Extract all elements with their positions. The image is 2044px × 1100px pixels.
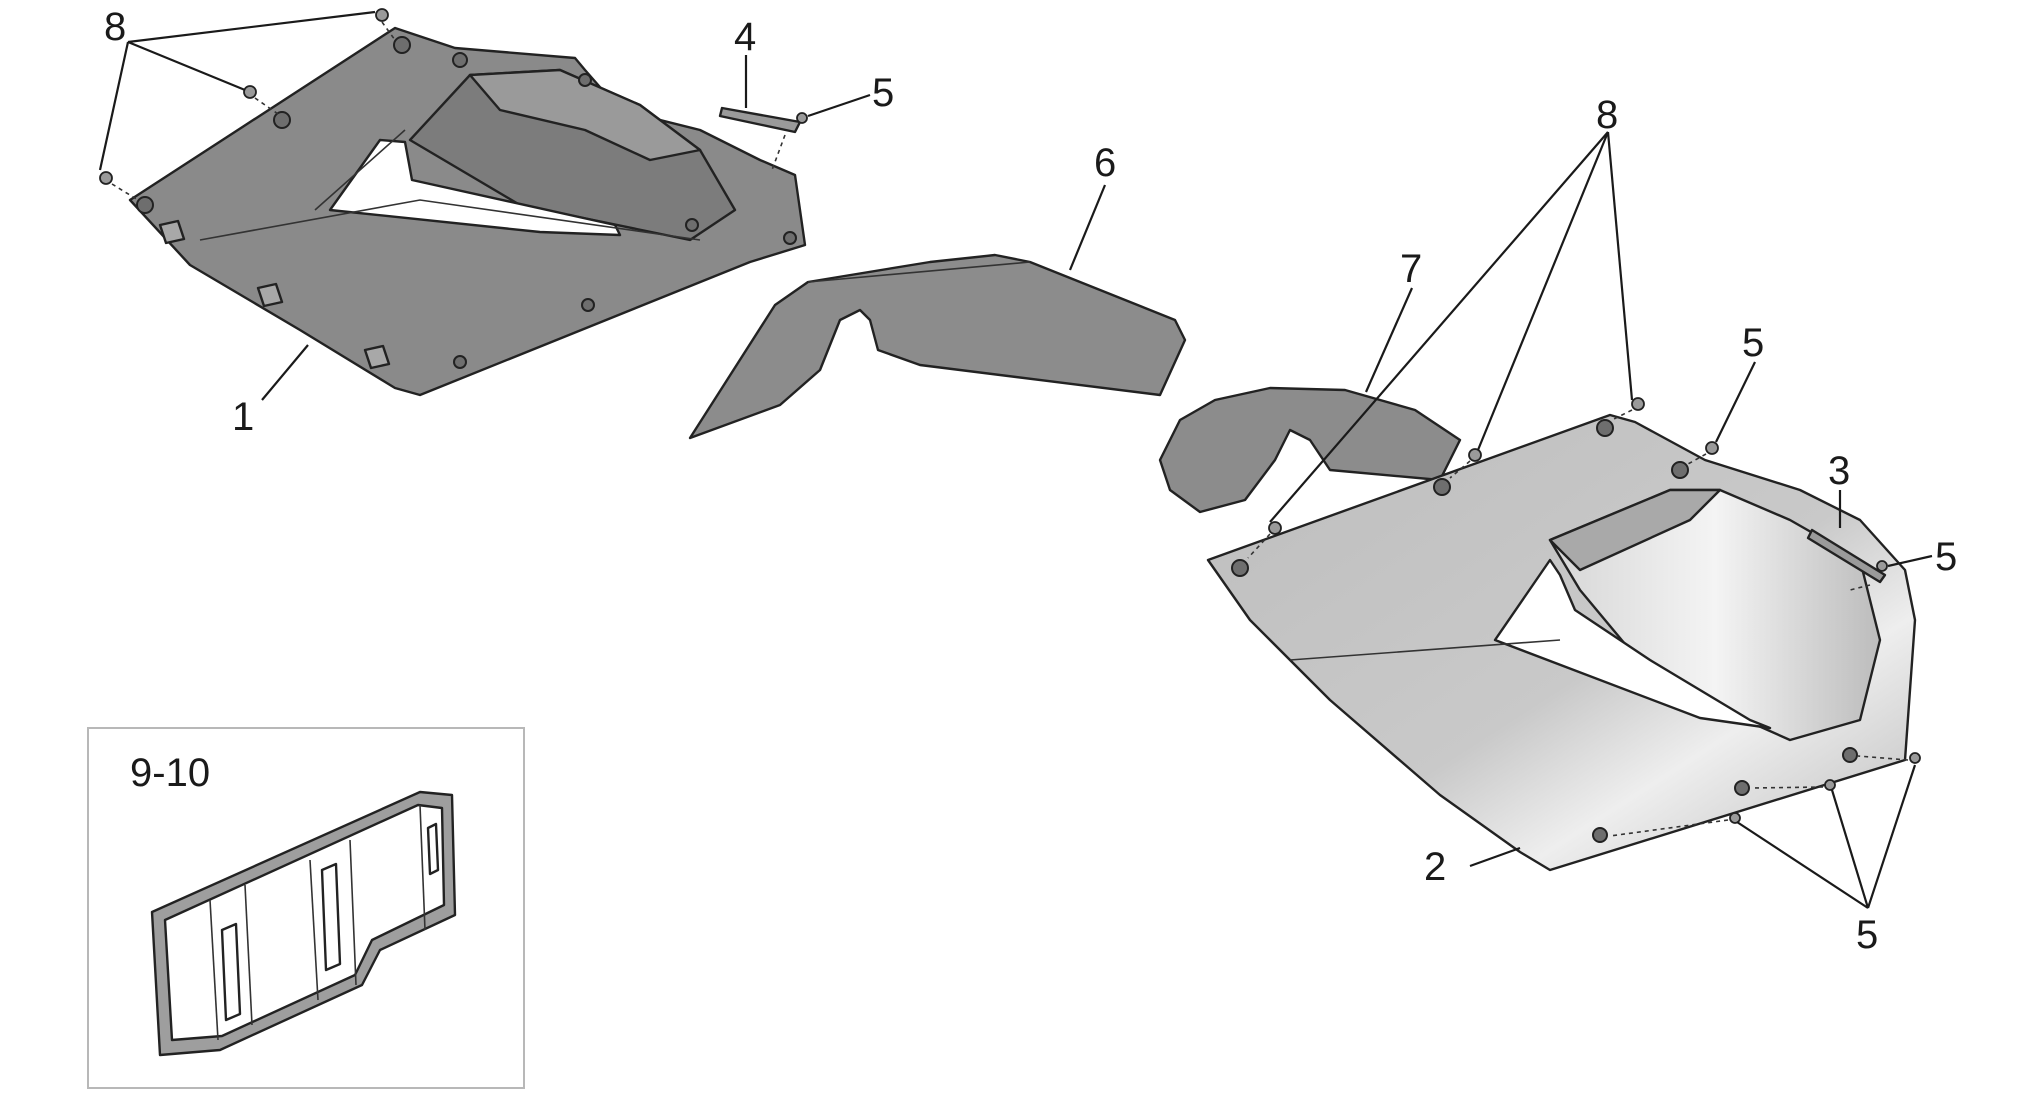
part-6-inner-panel [688,253,1187,440]
callout-5-right: 5 [1935,535,1957,579]
callout-1: 1 [232,395,254,439]
callout-6: 6 [1094,141,1116,185]
callout-8-right: 8 [1596,93,1618,137]
callout-4: 4 [734,15,756,59]
part-1-left-fairing [128,26,807,397]
part-3-clip [1806,528,1888,591]
callout-labels: 8 1 4 5 6 7 8 5 3 5 2 5 [104,5,1957,957]
callout-7: 7 [1400,247,1422,291]
screws-part-1 [99,8,396,201]
callout-5-bottom: 5 [1856,913,1878,957]
callout-3: 3 [1828,449,1850,493]
leader-lines [98,10,1933,909]
callout-5-top: 5 [872,71,894,115]
part-9-10-sticker [150,790,457,1057]
callout-5-right-mid: 5 [1742,321,1764,365]
part-4-clip [718,106,808,171]
part-7-inner-panel [1158,386,1462,514]
callout-8-left: 8 [104,5,126,49]
screws-part-2 [1247,397,1921,837]
callout-9-10: 9-10 [130,751,210,795]
part-2-right-fairing [1206,413,1917,872]
inset-9-10: 9-10 [87,727,525,1089]
callout-2: 2 [1424,845,1446,889]
